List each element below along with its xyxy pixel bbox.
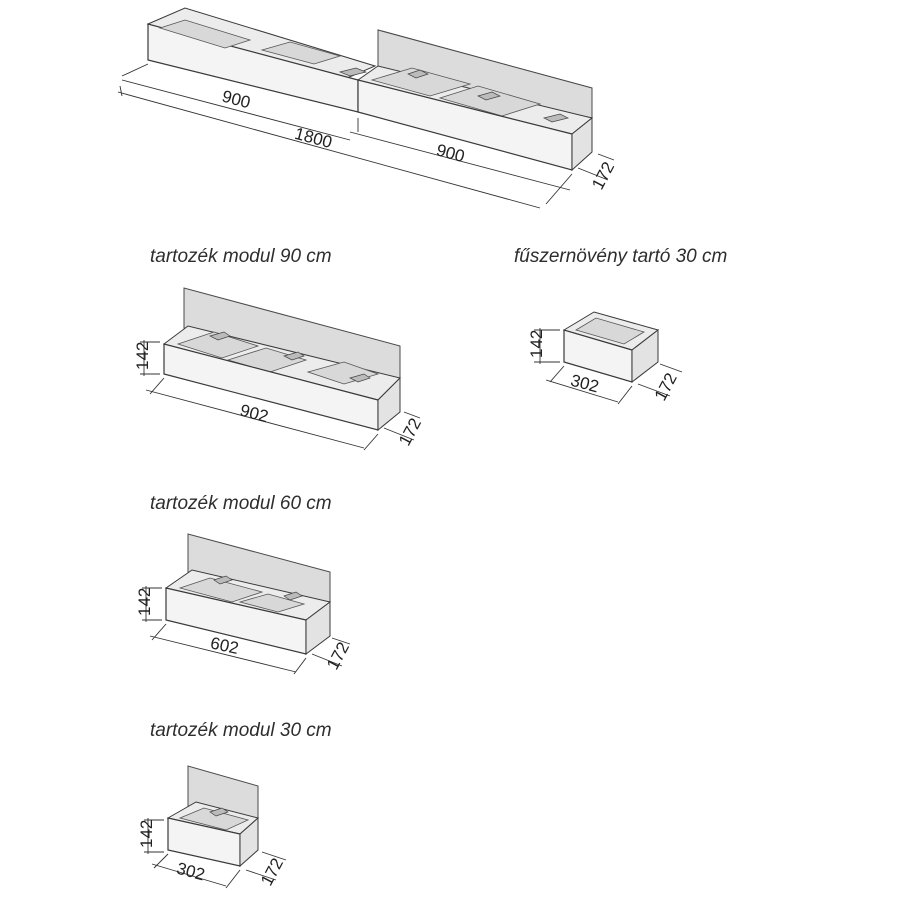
m30-clip <box>209 807 229 817</box>
m60-depth-line <box>311 653 343 667</box>
m90-depth-line <box>383 427 415 441</box>
caption-module-90: tartozék modul 90 cm <box>150 246 332 267</box>
m60-depth-label: 172 <box>323 639 353 673</box>
dim-depth-line <box>577 167 609 181</box>
spice-depth-label: 172 <box>651 370 681 404</box>
spice-len-ext-2 <box>617 385 633 405</box>
m30-side <box>239 816 259 868</box>
module30-drawing: 142 302 172 <box>137 765 287 889</box>
module90-drawing: 142 902 172 <box>133 287 425 451</box>
top-left-clip <box>338 67 368 77</box>
m30-len-line <box>151 863 227 887</box>
top-right-clip-2 <box>477 91 501 101</box>
dim-line-top-left <box>121 79 351 141</box>
m60-compartment-2 <box>238 593 306 613</box>
m30-height-label: 142 <box>137 820 156 848</box>
m90-depth-label: 172 <box>395 415 425 449</box>
top-assembly-drawing: 900 1800 900 172 <box>117 7 618 209</box>
m60-depth-ext <box>331 637 351 645</box>
spice-inner <box>575 317 645 345</box>
spice-len-line <box>545 379 619 403</box>
m90-clip-2 <box>283 351 305 361</box>
dim-line-top-right <box>349 131 571 191</box>
caption-module-30: tartozék modul 30 cm <box>150 720 332 741</box>
top-right-compartment-2 <box>438 85 542 117</box>
m90-compartment <box>176 331 260 359</box>
m60-side <box>305 601 331 655</box>
spice-holder-drawing: 142 302 172 <box>527 311 683 405</box>
m30-len-ext <box>153 853 169 869</box>
dim-label-top-total: 1800 <box>293 124 334 152</box>
top-right-clip-3 <box>542 113 570 123</box>
dim-line-top-total <box>117 91 541 209</box>
m60-clip <box>213 575 233 585</box>
m90-len-line <box>145 389 365 449</box>
dim-ext <box>545 173 573 205</box>
m90-clip <box>209 331 231 341</box>
spice-depth-ext <box>659 363 683 373</box>
top-left-compartment <box>158 19 252 49</box>
spice-len-ext <box>549 365 565 383</box>
m60-clip-2 <box>283 591 303 601</box>
spice-depth-line <box>637 383 671 397</box>
spice-length-label: 302 <box>569 371 601 397</box>
m30-len-ext-2 <box>225 869 241 889</box>
caption-module-60: tartozék modul 60 cm <box>150 493 332 514</box>
m60-len-ext <box>151 623 167 641</box>
m90-len-ext-2 <box>363 433 379 451</box>
m90-height-label: 142 <box>133 342 152 370</box>
m30-inner <box>178 807 250 831</box>
caption-spice-holder: fűszernövény tartó 30 cm <box>514 246 728 267</box>
spice-height-label: 142 <box>527 330 546 358</box>
m60-height-label: 142 <box>135 588 154 616</box>
dim-depth-ext <box>597 153 615 161</box>
m30-length-label: 302 <box>175 859 207 885</box>
m60-compartment <box>178 577 264 603</box>
dim-tick <box>119 85 123 97</box>
m30-depth-label: 172 <box>257 855 287 889</box>
m60-len-ext-2 <box>293 657 307 675</box>
m30-depth-line <box>245 869 277 881</box>
dim-label-top-right: 900 <box>434 140 466 166</box>
m90-length-label: 902 <box>238 401 270 427</box>
m90-depth-ext <box>403 411 421 419</box>
top-right-compartment <box>370 67 472 97</box>
m90-side <box>377 376 401 432</box>
m30-depth-ext <box>261 851 287 861</box>
module60-drawing: 142 602 172 <box>135 533 353 675</box>
top-right-clip <box>407 69 429 79</box>
dim-label-top-left: 900 <box>220 87 252 113</box>
m90-clip-3 <box>349 373 371 383</box>
top-right-side <box>571 116 593 172</box>
top-left-compartment-2 <box>260 41 342 65</box>
m60-len-line <box>149 635 297 673</box>
dim-label-top-depth: 172 <box>588 159 618 193</box>
spice-side <box>631 328 659 384</box>
m90-len-ext <box>149 377 165 395</box>
dim-ext <box>121 63 149 77</box>
